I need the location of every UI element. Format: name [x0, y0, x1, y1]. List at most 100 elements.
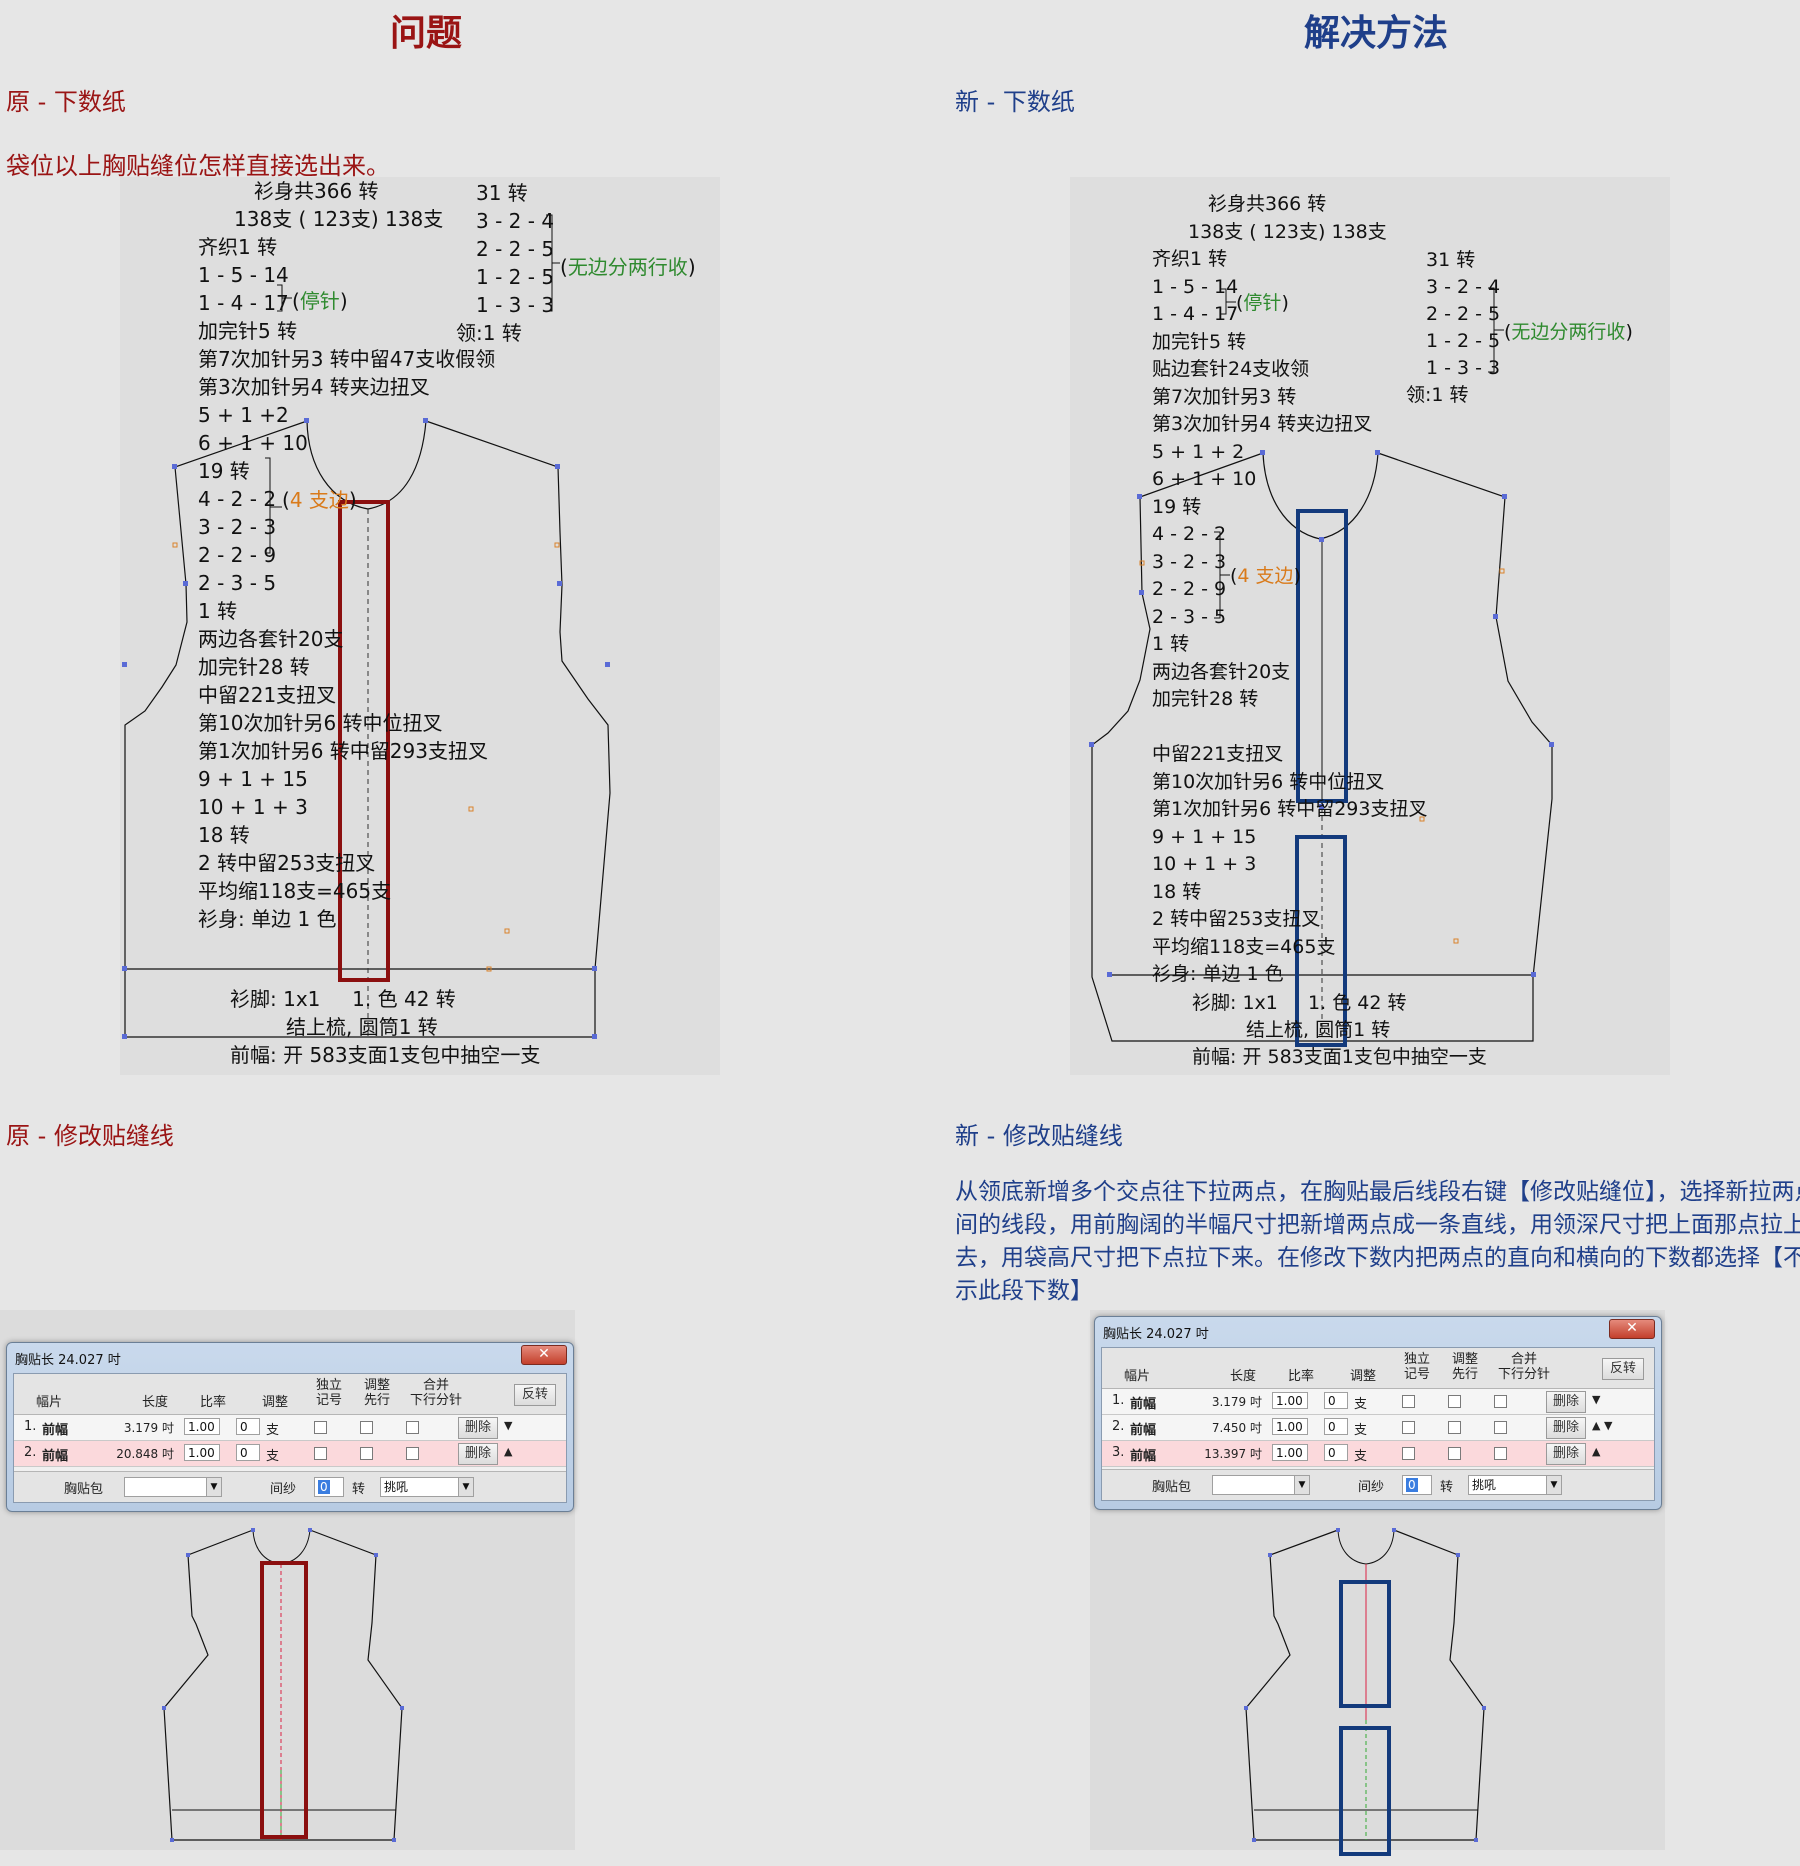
- chevron-down-icon: ▼: [1294, 1476, 1309, 1494]
- pattern-line: 1 - 5 - 14: [198, 263, 289, 287]
- adjust-input[interactable]: 0: [1324, 1418, 1348, 1435]
- close-button[interactable]: ✕: [1609, 1319, 1655, 1339]
- merge-checkbox[interactable]: [1494, 1447, 1507, 1460]
- delete-button[interactable]: 删除: [1546, 1417, 1586, 1439]
- ratio-input[interactable]: 1.00: [184, 1418, 220, 1435]
- mark-checkbox[interactable]: [1402, 1395, 1415, 1408]
- col-length: 长度: [1230, 1369, 1257, 1384]
- row-length: 13.397 吋: [1204, 1447, 1262, 1461]
- mark-checkbox[interactable]: [314, 1421, 327, 1434]
- solution-heading: 解决方法: [1304, 12, 1449, 54]
- row-length: 3.179 吋: [1211, 1395, 1262, 1409]
- merge-checkbox[interactable]: [1494, 1421, 1507, 1434]
- first-checkbox[interactable]: [1448, 1395, 1461, 1408]
- col-mark: 独立 记号: [1404, 1352, 1431, 1382]
- row-length: 7.450 吋: [1211, 1421, 1262, 1435]
- ratio-input[interactable]: 1.00: [184, 1444, 220, 1461]
- reverse-button[interactable]: 反转: [514, 1384, 556, 1406]
- pattern-line: 9 + 1 + 15: [198, 767, 308, 791]
- adjust-input[interactable]: 0: [236, 1418, 260, 1435]
- reorder-arrows-icon[interactable]: ▼: [504, 1419, 513, 1432]
- gap-label: 间纱: [1358, 1480, 1385, 1495]
- delete-button[interactable]: 删除: [458, 1443, 498, 1465]
- select-dropdown[interactable]: 挑吼▼: [1468, 1475, 1562, 1495]
- mark-checkbox[interactable]: [314, 1447, 327, 1460]
- pattern-line: 6 + 1 + 10: [1152, 468, 1257, 490]
- left-foot-1: 衫脚: 1x1 1. 色 42 转: [230, 987, 456, 1011]
- chevron-down-icon: ▼: [206, 1478, 221, 1496]
- reorder-arrows-icon[interactable]: ▲: [504, 1445, 513, 1458]
- chest-pocket-label: 胸贴包: [1152, 1480, 1192, 1495]
- mark-checkbox[interactable]: [1402, 1421, 1415, 1434]
- row-number: 1.: [1112, 1393, 1125, 1408]
- delete-button[interactable]: 删除: [1546, 1391, 1586, 1413]
- pattern-line: 1 - 5 - 14: [1152, 275, 1239, 298]
- left-small-garment: [162, 1528, 404, 1842]
- pattern-right-line: 2 - 2 - 5: [476, 237, 555, 261]
- row-piece: 前幅: [1130, 1423, 1157, 1438]
- first-checkbox[interactable]: [360, 1421, 373, 1434]
- pattern-line: 第7次加针另3 转中留47支收假领: [198, 347, 496, 371]
- adjust-input[interactable]: 0: [236, 1444, 260, 1461]
- pattern-line: 3 - 2 - 3: [1152, 550, 1227, 573]
- merge-checkbox[interactable]: [406, 1421, 419, 1434]
- merge-checkbox[interactable]: [406, 1447, 419, 1460]
- merge-checkbox[interactable]: [1494, 1395, 1507, 1408]
- pattern-right-line: 31 转: [1426, 249, 1476, 271]
- pattern-line: 齐织1 转: [198, 235, 278, 259]
- pattern-line: 1 转: [1152, 633, 1190, 655]
- pattern-line: 衫身共366 转: [1208, 193, 1327, 215]
- reorder-arrows-icon[interactable]: ▲: [1592, 1445, 1601, 1458]
- right-highlight-box-lower: [1295, 835, 1347, 1047]
- gap-input[interactable]: 0: [314, 1477, 344, 1497]
- row-length: 20.848 吋: [116, 1447, 174, 1461]
- close-button[interactable]: ✕: [521, 1345, 567, 1365]
- delete-button[interactable]: 删除: [458, 1417, 498, 1439]
- reverse-button[interactable]: 反转: [1602, 1358, 1644, 1380]
- right-foot-3: 前幅: 开 583支面1支包中抽空一支: [1192, 1046, 1487, 1068]
- delete-button[interactable]: 删除: [1546, 1443, 1586, 1465]
- pattern-line: 18 转: [1152, 880, 1202, 903]
- chest-pocket-dropdown[interactable]: ▼: [1212, 1475, 1310, 1495]
- ratio-input[interactable]: 1.00: [1272, 1418, 1308, 1435]
- pattern-line: 4 - 2 - 2: [198, 487, 277, 511]
- row-number: 1.: [24, 1419, 37, 1434]
- row-piece: 前幅: [42, 1449, 69, 1464]
- chest-pocket-dropdown[interactable]: ▼: [124, 1477, 222, 1497]
- adjust-input[interactable]: 0: [1324, 1444, 1348, 1461]
- turn-label: 转: [352, 1482, 366, 1497]
- col-mark: 独立 记号: [316, 1378, 343, 1408]
- select-dropdown[interactable]: 挑吼▼: [380, 1477, 474, 1497]
- pattern-right-line: 领:1 转: [456, 321, 522, 345]
- pattern-line: 5 + 1 + 2: [1152, 440, 1245, 463]
- pattern-line: 10 + 1 + 3: [198, 795, 308, 819]
- left-garment-outline: [122, 418, 611, 1039]
- pattern-right-line: 31 转: [476, 181, 528, 205]
- first-checkbox[interactable]: [1448, 1421, 1461, 1434]
- ratio-input[interactable]: 1.00: [1272, 1444, 1308, 1461]
- left-highlight-box: [338, 500, 390, 982]
- pattern-line: 齐织1 转: [1152, 248, 1228, 270]
- pattern-line: 2 - 3 - 5: [198, 571, 277, 595]
- ratio-input[interactable]: 1.00: [1272, 1392, 1308, 1409]
- pattern-line: 5 + 1 +2: [198, 403, 289, 427]
- reorder-arrows-icon[interactable]: ▼: [1592, 1393, 1601, 1406]
- adjust-input[interactable]: 0: [1324, 1392, 1348, 1409]
- first-checkbox[interactable]: [360, 1447, 373, 1460]
- row-piece: 前幅: [1130, 1397, 1157, 1412]
- problem-heading: 问题: [390, 12, 463, 54]
- reorder-arrows-icon[interactable]: ▲ ▼: [1592, 1419, 1613, 1432]
- pattern-line: 加完针28 转: [198, 655, 310, 679]
- first-checkbox[interactable]: [1448, 1447, 1461, 1460]
- mark-checkbox[interactable]: [1402, 1447, 1415, 1460]
- right-foot-2: 结上梳, 圆筒1 转: [1246, 1019, 1391, 1041]
- pattern-line: 衫身: 单边 1 色: [198, 907, 337, 931]
- gap-input[interactable]: 0: [1402, 1475, 1432, 1495]
